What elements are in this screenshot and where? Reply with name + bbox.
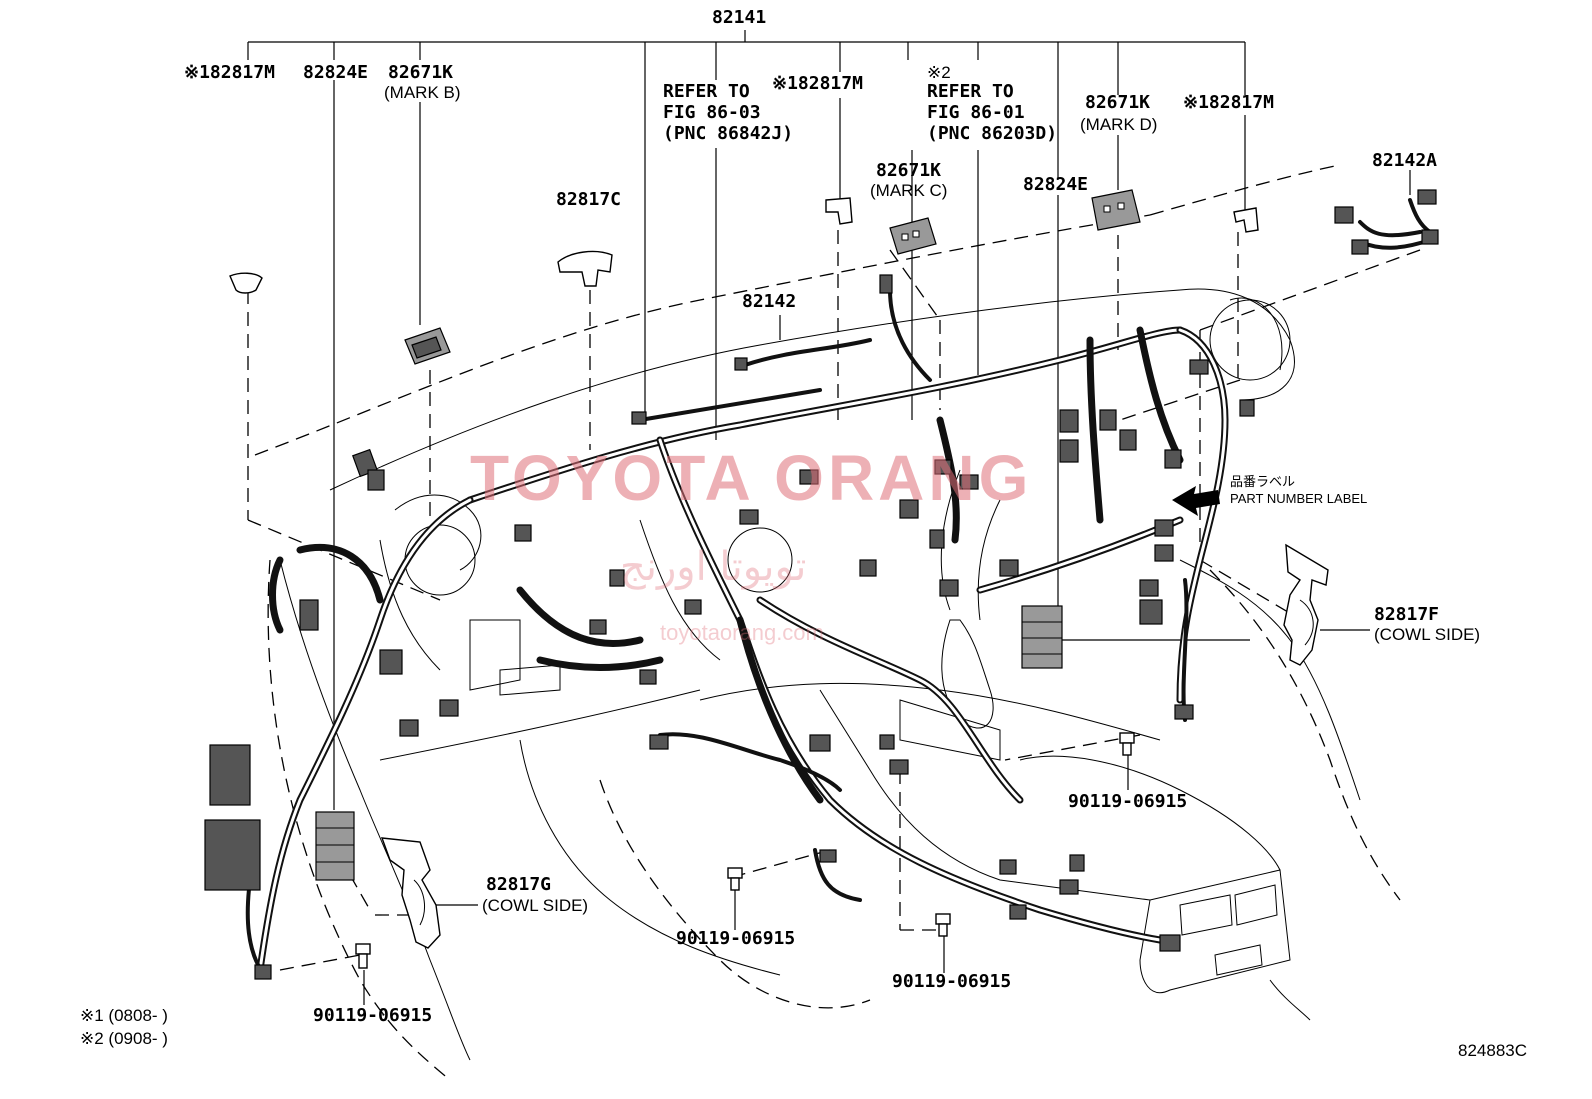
part-82817g bbox=[380, 837, 441, 949]
label-refer-b-0: ※2 bbox=[927, 63, 951, 82]
label-82142: 82142 bbox=[742, 291, 796, 312]
label-82671k-c: 82671K bbox=[876, 160, 941, 181]
label-bolt-c: 90119-06915 bbox=[892, 971, 1011, 992]
part-82817m-a bbox=[229, 272, 263, 294]
dashboard-outline bbox=[254, 164, 1401, 1081]
part-82817m-c bbox=[1233, 207, 1259, 233]
label-bolt-d: 90119-06915 bbox=[1068, 791, 1187, 812]
bracket-82141 bbox=[247, 30, 1246, 420]
part-82671k-b bbox=[404, 327, 451, 365]
label-82817m-b: ※182817M bbox=[772, 73, 863, 94]
part-number-label-arrow-icon bbox=[1172, 486, 1220, 516]
label-82142a: 82142A bbox=[1372, 150, 1437, 171]
label-part-number-jp: 品番ラベル bbox=[1230, 474, 1295, 489]
dashed-guides bbox=[247, 230, 1421, 971]
label-refer-a-3: (PNC 86842J) bbox=[663, 123, 793, 144]
label-part-number-en: PART NUMBER LABEL bbox=[1230, 491, 1367, 506]
part-82824e-a bbox=[315, 811, 355, 881]
bolt-b-icon bbox=[727, 867, 743, 891]
callout-labels: 82141 ※182817M 82824E 82671K (MARK B) RE… bbox=[80, 7, 1527, 1060]
label-82824e-a: 82824E bbox=[303, 62, 368, 83]
label-refer-b-3: (PNC 86203D) bbox=[927, 123, 1057, 144]
label-82817f: 82817F bbox=[1374, 604, 1439, 625]
label-bolt-b: 90119-06915 bbox=[676, 928, 795, 949]
label-82817m-a: ※182817M bbox=[184, 62, 275, 83]
label-82671k-d: 82671K bbox=[1085, 92, 1150, 113]
label-refer-b-1: REFER TO bbox=[927, 81, 1014, 102]
label-refer-b-2: FIG 86-01 bbox=[927, 102, 1025, 123]
bolt-a-icon bbox=[355, 943, 371, 969]
label-refer-a-2: FIG 86-03 bbox=[663, 102, 761, 123]
label-cowl-side-f: (COWL SIDE) bbox=[1374, 625, 1480, 644]
footnote-1: ※1 (0808- ) bbox=[80, 1006, 168, 1025]
part-82817m-b bbox=[825, 197, 853, 225]
part-82817f bbox=[1283, 543, 1329, 666]
label-82671k-b: 82671K bbox=[388, 62, 453, 83]
figure-id: 824883C bbox=[1458, 1041, 1527, 1060]
label-mark-b: (MARK B) bbox=[384, 83, 461, 102]
connectors bbox=[204, 189, 1439, 980]
label-refer-a-1: REFER TO bbox=[663, 81, 750, 102]
label-bolt-a: 90119-06915 bbox=[313, 1005, 432, 1026]
part-82671k-d bbox=[1091, 189, 1141, 231]
label-mark-c: (MARK C) bbox=[870, 181, 947, 200]
center-console bbox=[819, 619, 1311, 1021]
watermark-url: toyotaorang.com bbox=[660, 620, 824, 645]
leader-lines bbox=[333, 80, 1411, 1005]
label-82817m-c: ※182817M bbox=[1183, 92, 1274, 113]
label-82817c: 82817C bbox=[556, 189, 621, 210]
label-82824e-b: 82824E bbox=[1023, 174, 1088, 195]
footnote-2: ※2 (0908- ) bbox=[80, 1029, 168, 1048]
part-82671k-c bbox=[889, 217, 937, 255]
bolt-d-icon bbox=[1119, 732, 1135, 756]
bolt-c-icon bbox=[935, 913, 951, 937]
watermark-arabic: تويوتا اورنج bbox=[620, 544, 806, 590]
watermark-brand: TOYOTA ORANG bbox=[470, 442, 1032, 514]
label-cowl-side-g: (COWL SIDE) bbox=[482, 896, 588, 915]
part-82817c bbox=[557, 250, 613, 287]
label-82141: 82141 bbox=[712, 7, 766, 28]
label-mark-d: (MARK D) bbox=[1080, 115, 1157, 134]
watermark: TOYOTA ORANG تويوتا اورنج toyotaorang.co… bbox=[470, 442, 1032, 645]
label-82817g: 82817G bbox=[486, 874, 551, 895]
part-82824e-b bbox=[1021, 605, 1063, 669]
